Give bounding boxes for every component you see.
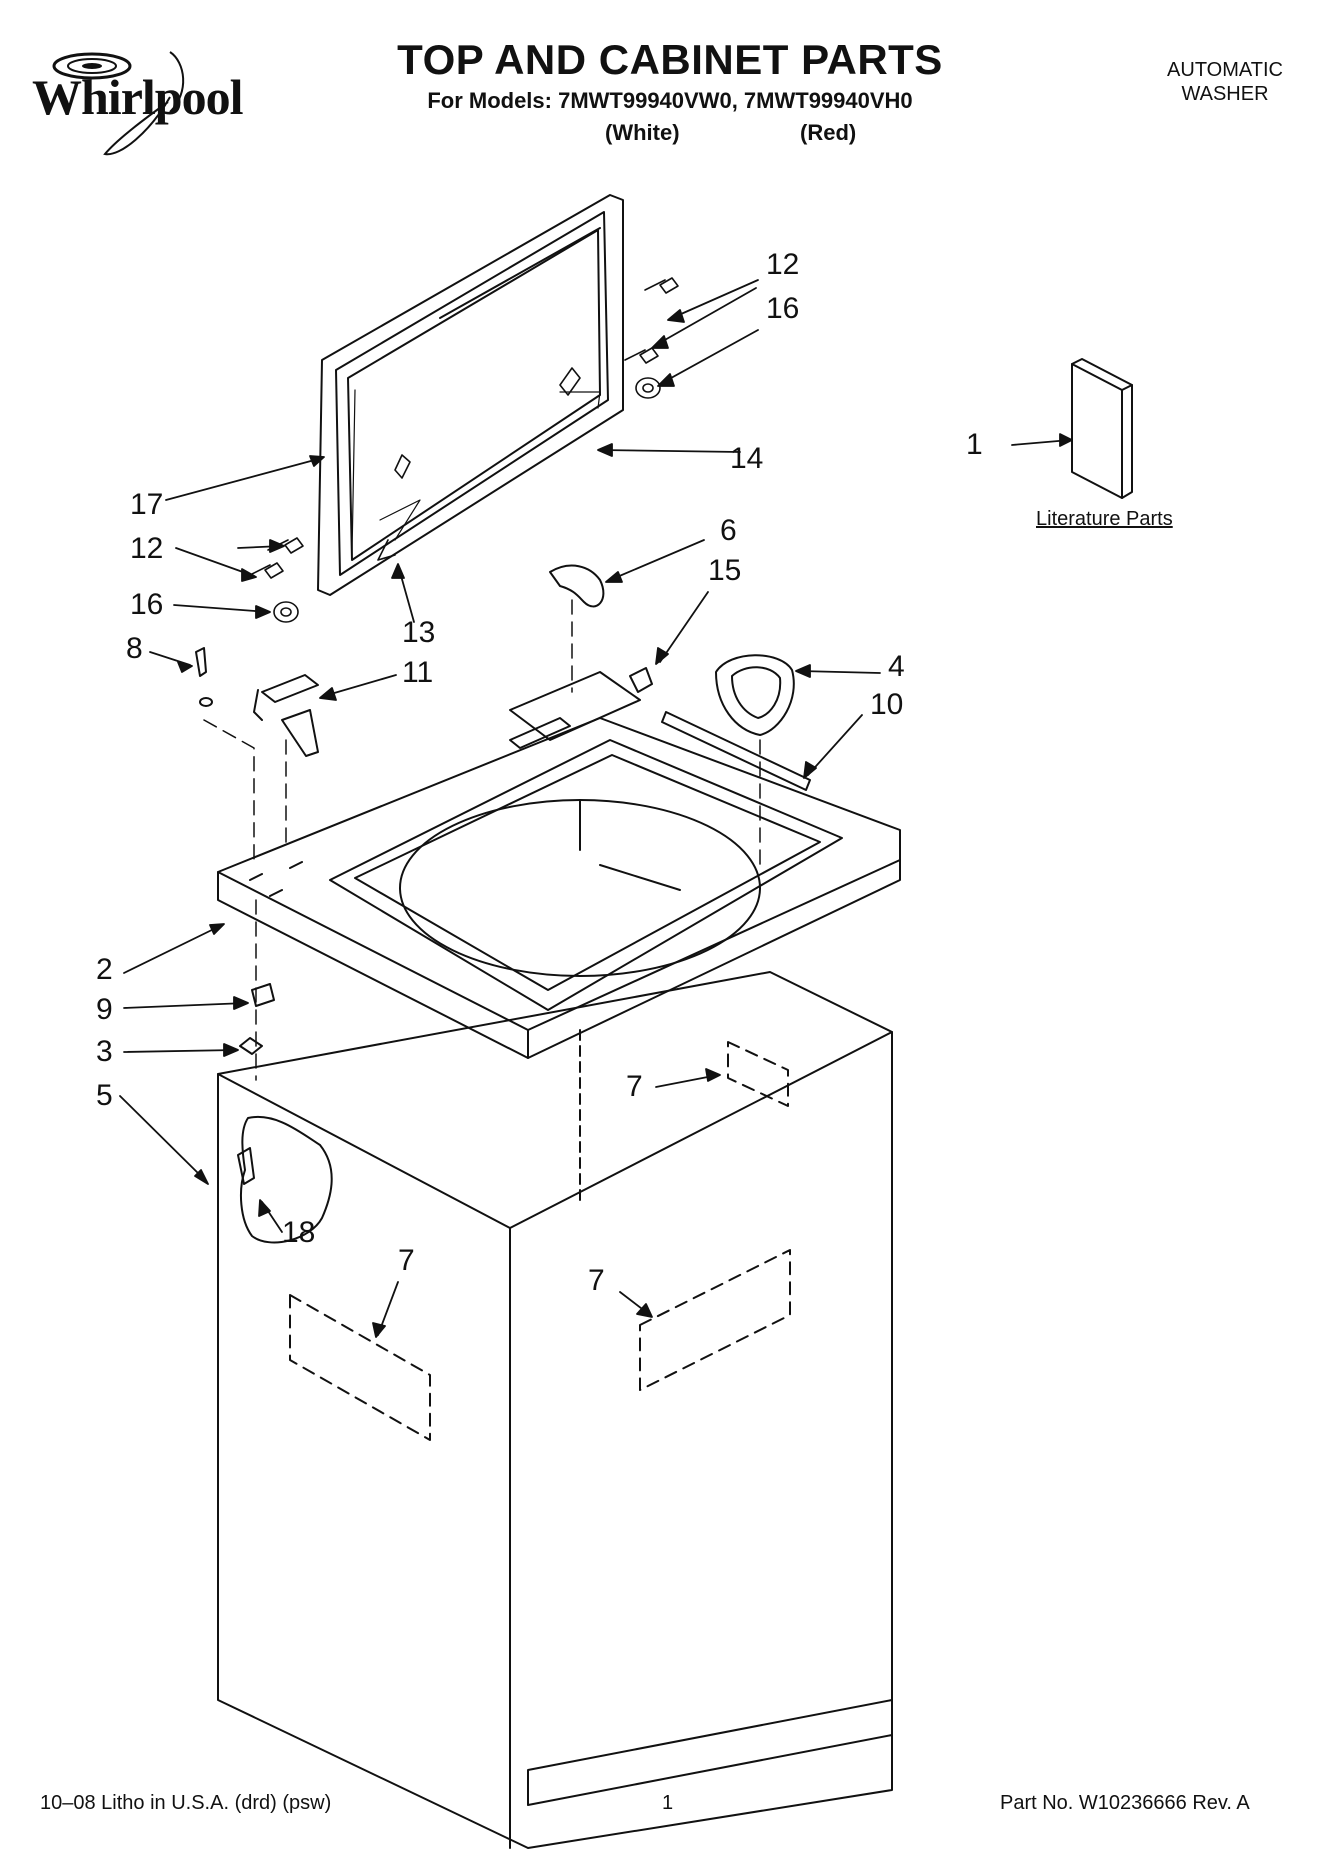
callout-12a: 12 — [766, 248, 800, 281]
callout-13: 13 — [402, 616, 436, 649]
lid-lock-assembly — [253, 674, 319, 757]
callout-5: 5 — [96, 1079, 113, 1112]
callout-2: 2 — [96, 953, 113, 986]
appliance-type-line1: AUTOMATIC — [1167, 59, 1283, 81]
callout-9: 9 — [96, 993, 113, 1026]
appliance-type: AUTOMATIC WASHER — [1120, 58, 1330, 106]
callout-3: 3 — [96, 1035, 113, 1068]
callout-15: 15 — [708, 554, 742, 587]
callout-10: 10 — [870, 688, 904, 721]
page-title: TOP AND CABINET PARTS — [397, 36, 943, 83]
cabinet-cutaway — [240, 1115, 333, 1244]
lid-hinge-hardware — [249, 277, 679, 623]
small-fasteners — [195, 647, 275, 1185]
callout-16b: 16 — [130, 588, 164, 621]
appliance-type-line2: WASHER — [1181, 83, 1269, 105]
literature-booklet — [1071, 358, 1133, 499]
footer-print-info: 10–08 Litho in U.S.A. (drd) (psw) — [40, 1792, 332, 1814]
brand-wordmark: Whirlpool — [32, 69, 243, 125]
footer-part-number: Part No. W10236666 Rev. A — [1000, 1792, 1250, 1814]
callout-11: 11 — [402, 656, 434, 689]
callout-14: 14 — [730, 442, 764, 475]
assembly-lines — [203, 599, 761, 1081]
top-panel — [217, 671, 901, 1059]
harness-clips — [549, 564, 653, 693]
cabinet — [217, 971, 893, 1849]
callout-6: 6 — [720, 514, 737, 547]
lid-part — [317, 194, 624, 596]
footer-page-number: 1 — [662, 1792, 674, 1814]
models-line: For Models: 7MWT99940VW0, 7MWT99940VH0 — [427, 88, 913, 113]
variant-red-label: (Red) — [800, 120, 857, 145]
callout-4: 4 — [888, 650, 905, 683]
callout-7c: 7 — [588, 1264, 605, 1297]
callout-7b: 7 — [398, 1244, 415, 1277]
whirlpool-logo — [52, 51, 185, 156]
callout-8: 8 — [126, 632, 143, 665]
callout-12b: 12 — [130, 532, 164, 565]
callout-18: 18 — [282, 1216, 316, 1249]
variant-white-label: (White) — [605, 120, 680, 145]
dispenser-and-seal — [661, 654, 811, 791]
literature-parts-label: Literature Parts — [1036, 508, 1173, 530]
label-placements — [289, 1041, 791, 1441]
callout-16a: 16 — [766, 292, 800, 325]
callout-17: 17 — [130, 488, 164, 521]
leader-arrows — [119, 279, 1073, 1338]
callout-1: 1 — [966, 428, 983, 461]
callout-7a: 7 — [626, 1070, 643, 1103]
